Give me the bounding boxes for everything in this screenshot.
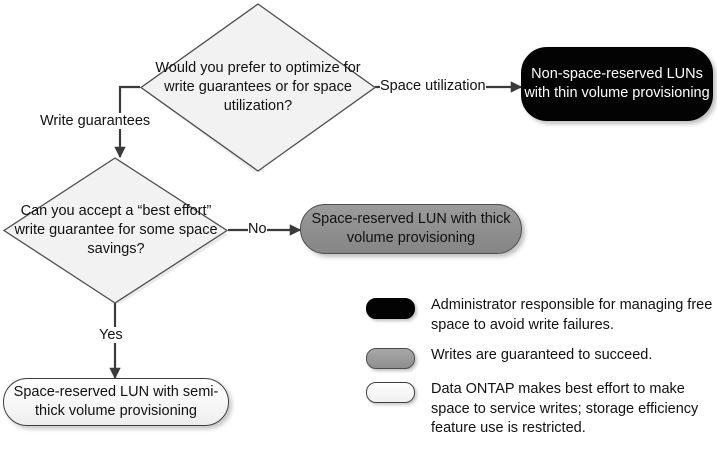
edge-label-yes: Yes: [99, 327, 123, 343]
legend-item-text: Administrator responsible for managing f…: [431, 297, 713, 333]
result-thick-label: Space-reserved LUN with thick volume pro…: [311, 211, 511, 246]
result-node-thin-volume: Non-space-reserved LUNs with thin volume…: [521, 47, 713, 121]
legend: Administrator responsible for managing f…: [366, 296, 714, 450]
result-node-semi-thick-volume: Space-reserved LUN with semi-thick volum…: [3, 378, 229, 426]
legend-item: Data ONTAP makes best effort to make spa…: [366, 380, 714, 439]
decision-node-optimize-preference: Would you prefer to optimize for write g…: [140, 3, 376, 172]
legend-item: Administrator responsible for managing f…: [366, 296, 714, 335]
decision-node-best-effort-guarantee: Can you accept a “best effort” write gua…: [3, 157, 229, 304]
legend-swatch-black-icon: [366, 298, 415, 319]
legend-item-text: Writes are guaranteed to succeed.: [431, 347, 653, 363]
flowchart-canvas: Would you prefer to optimize for write g…: [3, 3, 713, 436]
legend-swatch-white-icon: [366, 382, 415, 403]
decision1-label: Would you prefer to optimize for write g…: [155, 60, 361, 114]
decision2-label: Can you accept a “best effort” write gua…: [14, 203, 218, 257]
legend-item-text: Data ONTAP makes best effort to make spa…: [431, 381, 699, 436]
diamond-shape: [140, 3, 376, 172]
edge-label-space-utilization: Space utilization: [380, 78, 486, 94]
result-thin-label: Non-space-reserved LUNs with thin volume…: [524, 66, 710, 101]
edge-label-write-guarantees: Write guarantees: [40, 113, 151, 129]
result-semithick-label: Space-reserved LUN with semi-thick volum…: [13, 384, 219, 419]
legend-swatch-gray-icon: [366, 348, 415, 369]
result-node-thick-volume: Space-reserved LUN with thick volume pro…: [300, 204, 522, 254]
edge-write-guarantees: [114, 85, 140, 159]
edge-label-no: No: [248, 221, 267, 237]
legend-item: Writes are guaranteed to succeed.: [366, 346, 714, 369]
diamond-shape: [3, 157, 229, 304]
